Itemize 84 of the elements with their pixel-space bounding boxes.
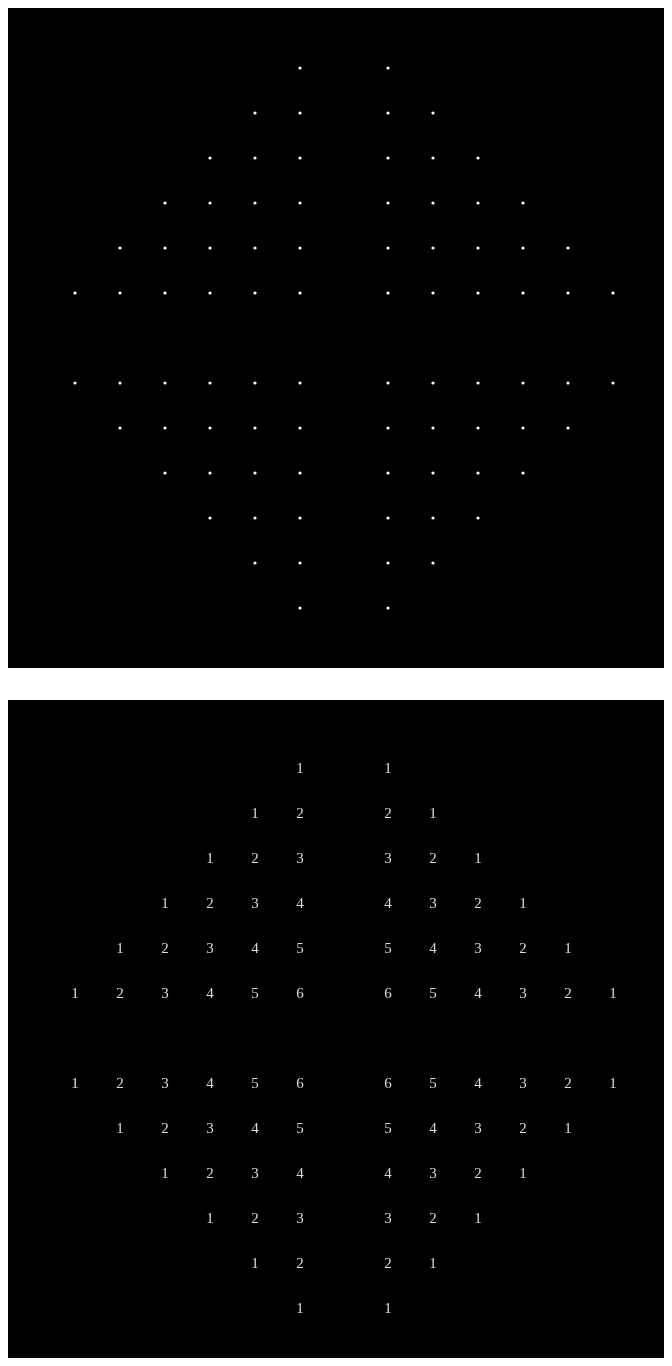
number-label: 1 xyxy=(609,1075,617,1091)
number-label: 5 xyxy=(296,1120,304,1136)
number-label: 3 xyxy=(206,940,214,956)
number-label: 6 xyxy=(384,985,392,1001)
number-label: 3 xyxy=(429,895,437,911)
number-label: 1 xyxy=(116,1120,124,1136)
number-label: 2 xyxy=(116,985,124,1001)
number-label: 4 xyxy=(251,940,259,956)
number-label: 3 xyxy=(251,895,259,911)
number-label: 2 xyxy=(296,805,304,821)
number-label: 2 xyxy=(384,805,392,821)
number-label: 1 xyxy=(206,850,214,866)
number-label: 3 xyxy=(161,985,169,1001)
number-label: 1 xyxy=(474,1210,482,1226)
number-label: 4 xyxy=(296,895,304,911)
number-label: 2 xyxy=(519,1120,527,1136)
number-label: 4 xyxy=(474,985,482,1001)
number-label: 2 xyxy=(519,940,527,956)
number-label: 4 xyxy=(384,1165,392,1181)
number-label: 1 xyxy=(71,1075,79,1091)
number-label: 1 xyxy=(71,985,79,1001)
number-label: 1 xyxy=(384,760,392,776)
number-label: 1 xyxy=(251,1255,259,1271)
number-label: 3 xyxy=(429,1165,437,1181)
number-label: 5 xyxy=(296,940,304,956)
number-label: 3 xyxy=(519,1075,527,1091)
number-label: 2 xyxy=(296,1255,304,1271)
number-label: 3 xyxy=(474,940,482,956)
number-label: 4 xyxy=(296,1165,304,1181)
number-label: 2 xyxy=(251,1210,259,1226)
number-label: 3 xyxy=(384,850,392,866)
number-label: 1 xyxy=(251,805,259,821)
number-label: 1 xyxy=(116,940,124,956)
number-label: 4 xyxy=(429,1120,437,1136)
number-label: 2 xyxy=(564,1075,572,1091)
number-label: 2 xyxy=(206,1165,214,1181)
number-label: 2 xyxy=(384,1255,392,1271)
number-label: 4 xyxy=(429,940,437,956)
number-label: 2 xyxy=(564,985,572,1001)
number-label: 2 xyxy=(161,1120,169,1136)
number-label: 4 xyxy=(384,895,392,911)
number-label: 2 xyxy=(429,850,437,866)
number-label: 1 xyxy=(161,1165,169,1181)
number-label: 4 xyxy=(251,1120,259,1136)
number-label: 6 xyxy=(296,1075,304,1091)
number-label: 3 xyxy=(474,1120,482,1136)
number-label: 3 xyxy=(384,1210,392,1226)
number-label: 2 xyxy=(161,940,169,956)
number-label: 4 xyxy=(206,1075,214,1091)
number-label: 4 xyxy=(474,1075,482,1091)
number-label: 1 xyxy=(296,1300,304,1316)
number-label: 5 xyxy=(384,1120,392,1136)
number-label: 5 xyxy=(384,940,392,956)
number-label: 2 xyxy=(116,1075,124,1091)
number-label: 3 xyxy=(519,985,527,1001)
number-label: 6 xyxy=(296,985,304,1001)
number-label: 5 xyxy=(429,1075,437,1091)
number-label: 1 xyxy=(519,895,527,911)
number-label: 2 xyxy=(206,895,214,911)
number-label: 1 xyxy=(609,985,617,1001)
number-label: 1 xyxy=(564,940,572,956)
number-label: 1 xyxy=(564,1120,572,1136)
number-label: 1 xyxy=(161,895,169,911)
number-label: 2 xyxy=(474,1165,482,1181)
number-label: 1 xyxy=(429,805,437,821)
number-label: 1 xyxy=(519,1165,527,1181)
number-label: 4 xyxy=(206,985,214,1001)
number-label: 2 xyxy=(474,895,482,911)
number-label: 2 xyxy=(429,1210,437,1226)
number-label: 3 xyxy=(161,1075,169,1091)
number-label: 6 xyxy=(384,1075,392,1091)
number-label: 5 xyxy=(251,985,259,1001)
number-label: 3 xyxy=(296,1210,304,1226)
number-label: 1 xyxy=(384,1300,392,1316)
number-label: 1 xyxy=(474,850,482,866)
number-label: 5 xyxy=(429,985,437,1001)
number-label: 3 xyxy=(296,850,304,866)
number-label: 1 xyxy=(296,760,304,776)
number-label: 1 xyxy=(429,1255,437,1271)
number-label: 3 xyxy=(251,1165,259,1181)
number-label: 3 xyxy=(206,1120,214,1136)
number-label: 5 xyxy=(251,1075,259,1091)
number-label: 2 xyxy=(251,850,259,866)
number-label: 1 xyxy=(206,1210,214,1226)
